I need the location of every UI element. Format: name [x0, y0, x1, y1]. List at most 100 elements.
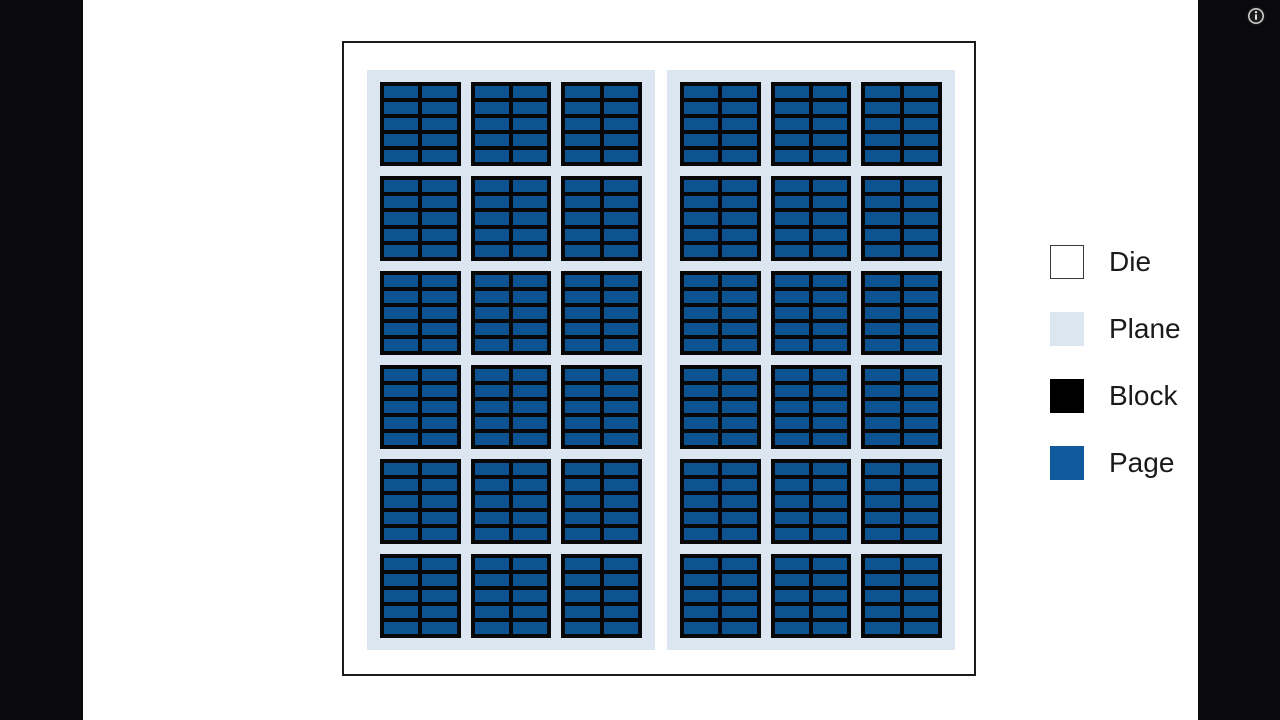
page [812, 290, 848, 303]
page [774, 479, 809, 492]
block [380, 270, 461, 355]
legend-item-plane: Plane [1050, 310, 1260, 348]
page [903, 228, 938, 241]
page [903, 385, 938, 398]
page [565, 228, 600, 241]
page [865, 290, 900, 303]
page [722, 86, 757, 99]
page [722, 274, 757, 287]
page [903, 290, 938, 303]
page [865, 369, 900, 382]
block [380, 365, 461, 450]
page [603, 589, 638, 602]
page [774, 86, 809, 99]
page [512, 621, 548, 634]
page [684, 228, 719, 241]
page [603, 621, 638, 634]
page [603, 134, 638, 147]
page [422, 401, 457, 414]
page [565, 134, 600, 147]
page [603, 463, 638, 476]
page [422, 385, 457, 398]
page [565, 180, 600, 193]
page [903, 134, 938, 147]
page [422, 463, 457, 476]
page [722, 338, 757, 351]
block [861, 82, 942, 167]
page [384, 150, 419, 163]
page [684, 573, 719, 586]
page [384, 274, 419, 287]
block [380, 82, 461, 167]
page [384, 589, 419, 602]
page [565, 290, 600, 303]
page [774, 150, 809, 163]
page [603, 274, 638, 287]
block [470, 82, 552, 167]
page [812, 385, 848, 398]
page [774, 102, 809, 115]
page [903, 306, 938, 319]
page [422, 417, 457, 430]
page [603, 495, 638, 508]
page [565, 495, 600, 508]
page [684, 589, 719, 602]
page [474, 290, 509, 303]
page [903, 274, 938, 287]
page [603, 244, 638, 257]
page [865, 495, 900, 508]
page [422, 102, 457, 115]
page [865, 244, 900, 257]
page [684, 463, 719, 476]
page [603, 228, 638, 241]
page [512, 433, 548, 446]
page [865, 228, 900, 241]
page [812, 212, 848, 225]
page [565, 306, 600, 319]
page [684, 322, 719, 335]
page [865, 102, 900, 115]
page [603, 212, 638, 225]
page [722, 417, 757, 430]
block [770, 82, 852, 167]
page [384, 401, 419, 414]
page [512, 306, 548, 319]
page [812, 433, 848, 446]
page [474, 196, 509, 209]
page [812, 463, 848, 476]
page [512, 417, 548, 430]
page [384, 290, 419, 303]
page [774, 557, 809, 570]
page [422, 621, 457, 634]
page [812, 306, 848, 319]
page [684, 180, 719, 193]
page [865, 417, 900, 430]
page [812, 244, 848, 257]
page [512, 290, 548, 303]
page [512, 86, 548, 99]
page [422, 196, 457, 209]
info-circle-icon[interactable] [1246, 6, 1266, 26]
page [903, 244, 938, 257]
block [561, 82, 642, 167]
plane-1 [667, 70, 955, 650]
page [512, 573, 548, 586]
page [722, 150, 757, 163]
page [422, 369, 457, 382]
page [774, 180, 809, 193]
page [474, 573, 509, 586]
page [512, 134, 548, 147]
page [722, 621, 757, 634]
page [512, 338, 548, 351]
page [774, 417, 809, 430]
page [384, 228, 419, 241]
page [384, 495, 419, 508]
page [474, 463, 509, 476]
page [865, 589, 900, 602]
block [380, 459, 461, 544]
page [684, 212, 719, 225]
page [474, 621, 509, 634]
page [865, 401, 900, 414]
page [865, 621, 900, 634]
page [422, 573, 457, 586]
